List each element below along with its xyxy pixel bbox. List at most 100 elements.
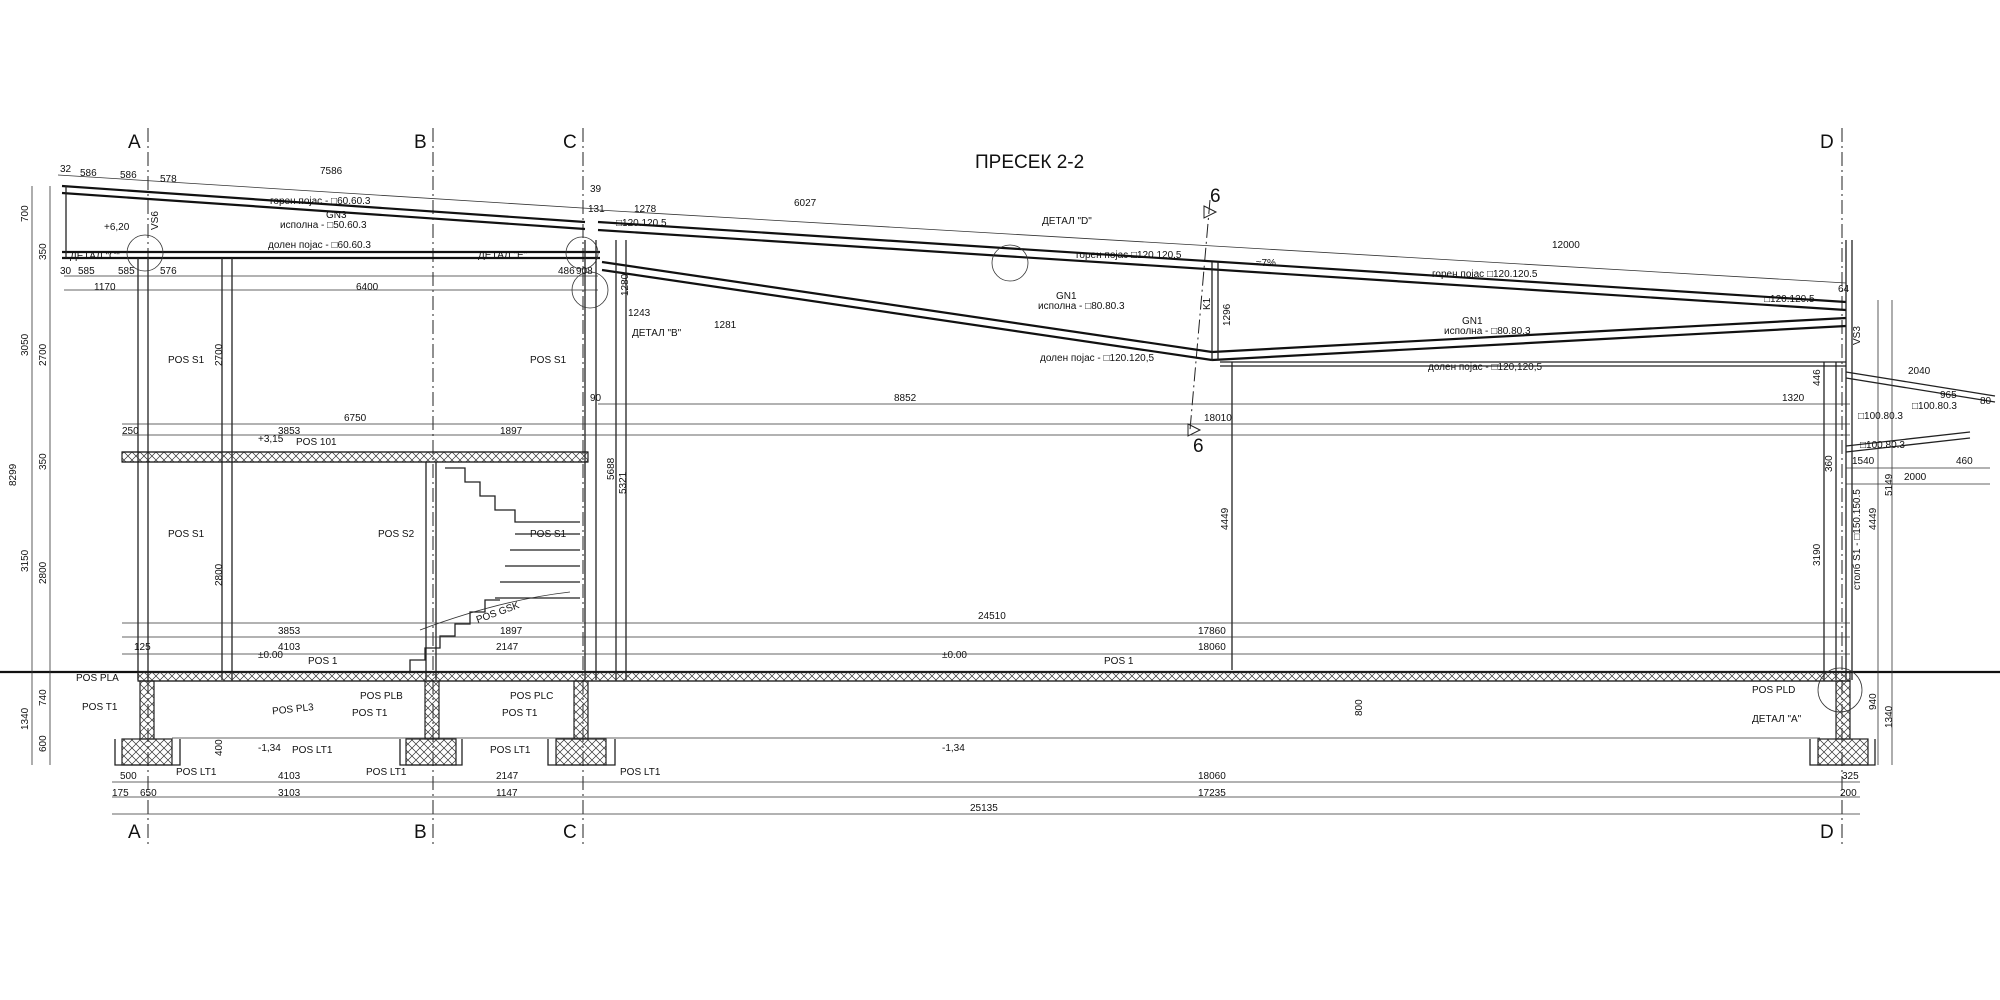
section-cut-6: 6 6 xyxy=(1187,186,1221,457)
dim-v5688: 5688 xyxy=(606,457,617,480)
label-pl3: POS PL3 xyxy=(272,702,315,717)
label-bottom-chord-2: долен појас - □120.120,5 xyxy=(1040,353,1154,364)
dim-v1340a: 1340 xyxy=(20,707,31,730)
dim-8852: 8852 xyxy=(894,393,917,404)
section-mark-bottom: 6 xyxy=(1193,436,1204,457)
dim-v4449a: 4449 xyxy=(1220,507,1231,530)
label-vs3: VS3 xyxy=(1852,326,1863,345)
dim-4103a: 4103 xyxy=(278,642,301,653)
label-pla: POS PLA xyxy=(76,673,119,684)
label-col-d: столб S1 - □150.150.5 xyxy=(1851,489,1863,590)
dim-v5321: 5321 xyxy=(618,471,629,494)
label-t1-b: POS T1 xyxy=(352,708,388,719)
dim-v446: 446 xyxy=(1812,369,1823,386)
label-top-chord-3: горен појас □120.120.5 xyxy=(1432,269,1538,280)
axis-c-bottom: C xyxy=(563,822,577,843)
dim-650: 650 xyxy=(140,788,157,799)
dim-1320: 1320 xyxy=(1782,393,1805,404)
dim-1280: 1280 xyxy=(620,273,631,296)
label-plc: POS PLC xyxy=(510,691,553,702)
dim-1278: 1278 xyxy=(634,204,657,215)
dim-325: 325 xyxy=(1842,771,1859,782)
dim-25135: 25135 xyxy=(970,803,998,814)
dim-v8299: 8299 xyxy=(8,463,19,486)
level-134b: -1,34 xyxy=(942,743,965,754)
dim-18060a: 18060 xyxy=(1198,642,1226,653)
label-plb: POS PLB xyxy=(360,691,403,702)
dim-250: 250 xyxy=(122,426,139,437)
label-gn1-a: GN1 xyxy=(1056,291,1077,302)
dim-90: 90 xyxy=(590,393,602,404)
dim-18060b: 18060 xyxy=(1198,771,1226,782)
dim-e80: 80 xyxy=(1980,396,1992,407)
dim-e1540: 1540 xyxy=(1852,456,1875,467)
dim-e2000: 2000 xyxy=(1904,472,1927,483)
label-detail-b: ДЕТАЛ "B" xyxy=(632,328,682,339)
dim-v2700a: 2700 xyxy=(38,343,49,366)
frame-left xyxy=(121,240,627,680)
level-marks: +6,20 +3,15 ±0.00 ±0.00 -1,34 -1,34 xyxy=(104,222,967,754)
dim-585b: 585 xyxy=(118,266,135,277)
dim-v2800b: 2800 xyxy=(214,563,225,586)
dim-1147: 1147 xyxy=(496,788,518,799)
dim-e460: 460 xyxy=(1956,456,1973,467)
axis-a-top: A xyxy=(128,132,141,153)
label-fill-gn1-b: исполна - □80.80.3 xyxy=(1444,326,1531,337)
dim-v2800a: 2800 xyxy=(38,561,49,584)
dim-1897a: 1897 xyxy=(500,426,523,437)
dim-e64: 64 xyxy=(1838,284,1850,295)
dim-175: 175 xyxy=(112,788,129,799)
dim-32: 32 xyxy=(60,164,72,175)
dim-125: 125 xyxy=(134,642,151,653)
label-lt1-b: POS LT1 xyxy=(490,745,531,756)
dim-7586: 7586 xyxy=(320,166,343,177)
dim-500: 500 xyxy=(120,771,137,782)
foundations xyxy=(114,680,1876,766)
axis-labels-top: A B C D xyxy=(128,132,1834,153)
label-purlin-120b: □120.120.5 xyxy=(1764,294,1815,305)
label-col-s1-stair: POS S1 xyxy=(530,529,567,540)
dim-586a: 586 xyxy=(80,168,97,179)
label-col-s2: POS S2 xyxy=(378,529,415,540)
axis-d-top: D xyxy=(1820,132,1834,153)
dim-200: 200 xyxy=(1840,788,1857,799)
dim-17235: 17235 xyxy=(1198,788,1226,799)
label-t1-a: POS T1 xyxy=(82,702,118,713)
level-000b: ±0.00 xyxy=(942,650,967,661)
label-detail-e: ДЕТАЛ "E" xyxy=(478,250,528,261)
dim-v1340b: 1340 xyxy=(1884,705,1895,728)
dim-v3050: 3050 xyxy=(20,333,31,356)
dim-2147a: 2147 xyxy=(496,642,519,653)
dim-6027: 6027 xyxy=(794,198,817,209)
truss-gn1 xyxy=(597,220,1847,367)
label-pos-1-a: POS 1 xyxy=(308,656,338,667)
truss-gn3 xyxy=(61,184,600,260)
level-000a: ±0.00 xyxy=(258,650,283,661)
axis-labels-bottom: A B C D xyxy=(128,822,1834,843)
label-pos-gsk: POS GSK xyxy=(475,600,521,626)
dim-1281: 1281 xyxy=(714,320,737,331)
detail-labels: ДЕТАЛ "C" ДЕТАЛ "E" ДЕТАЛ "B" ДЕТАЛ "D" … xyxy=(70,216,1802,725)
dim-131: 131 xyxy=(588,204,605,215)
dim-585a: 585 xyxy=(78,266,95,277)
label-top-chord-2: горен појас □120.120.5 xyxy=(1076,250,1182,261)
dim-3103: 3103 xyxy=(278,788,301,799)
label-k1: K1 xyxy=(1202,297,1213,310)
dim-24510: 24510 xyxy=(978,611,1006,622)
dim-578: 578 xyxy=(160,174,177,185)
dim-v350a: 350 xyxy=(38,243,49,260)
label-pos-1-b: POS 1 xyxy=(1104,656,1134,667)
axis-b-top: B xyxy=(414,132,427,153)
position-labels: POS S1 POS S1 POS S1 POS S2 POS S1 POS 1… xyxy=(76,355,1795,778)
axis-b-bottom: B xyxy=(414,822,427,843)
label-top-chord-1: горен појас - □60.60.3 xyxy=(270,196,371,207)
dim-e2040: 2040 xyxy=(1908,366,1931,377)
dim-v600: 600 xyxy=(38,735,49,752)
drawing-title: ПРЕСЕК 2-2 xyxy=(975,152,1084,173)
eave-dimensions: 2040 965 80 64 1540 460 2000 xyxy=(1838,284,1992,485)
dim-1897b: 1897 xyxy=(500,626,523,637)
dim-1170: 1170 xyxy=(94,282,116,293)
grid-axes xyxy=(147,128,1843,845)
label-bottom-chord-3: долен појас - □120,120,5 xyxy=(1428,362,1542,373)
